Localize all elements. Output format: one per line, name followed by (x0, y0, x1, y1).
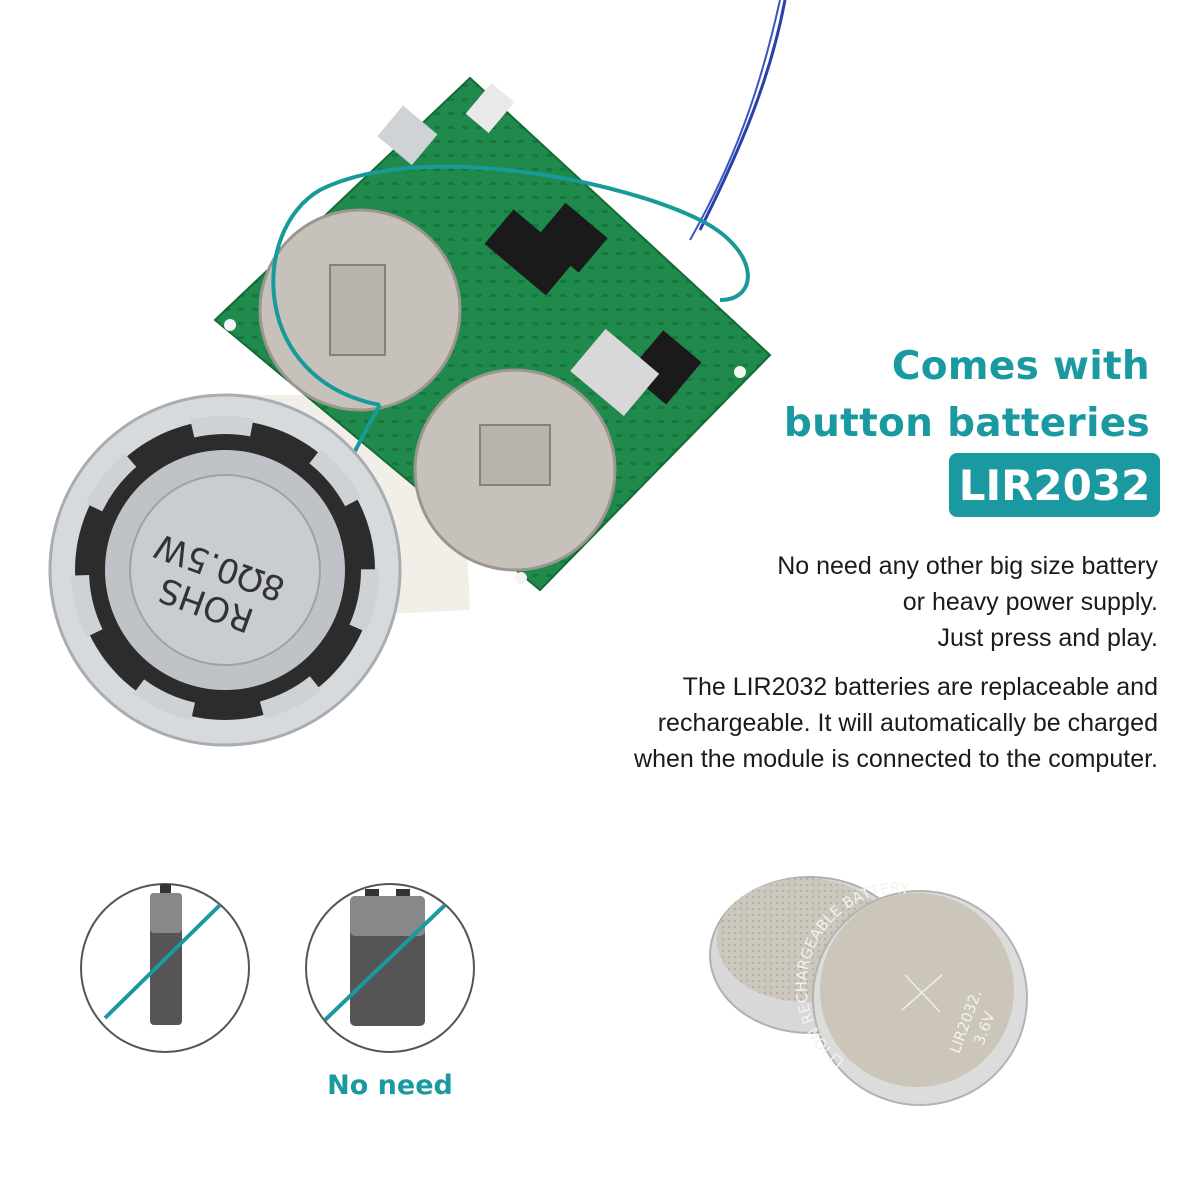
coin-cell-batteries-image: LI ION RECHARGEABLE BATTERY LIR2032. 3.6… (709, 876, 1028, 1106)
description-paragraph-1: No need any other big size battery or he… (777, 548, 1158, 656)
headline-line-2: button batteries (783, 401, 1150, 446)
description-paragraph-2: The LIR2032 batteries are replaceable an… (634, 669, 1158, 777)
wire-blue (698, 0, 787, 231)
model-badge: LIR2032 (949, 453, 1160, 517)
description-line: rechargeable. It will automatically be c… (657, 709, 1158, 737)
speaker-image: ROHS 8Ω0.5W (48, 393, 402, 747)
description-line: No need any other big size battery (777, 552, 1158, 580)
wire-teal (271, 164, 750, 407)
headline-line-1: Comes with (891, 344, 1150, 389)
9v-battery-crossed-icon (305, 883, 475, 1053)
description-line: when the module is connected to the comp… (634, 745, 1158, 773)
pcb-module-image (213, 76, 772, 592)
description-line: The LIR2032 batteries are replaceable an… (682, 673, 1158, 701)
description-line: Just press and play. (937, 624, 1158, 652)
no-need-label: No need (327, 1070, 453, 1101)
description-line: or heavy power supply. (902, 588, 1158, 616)
aa-battery-crossed-icon (80, 883, 250, 1053)
